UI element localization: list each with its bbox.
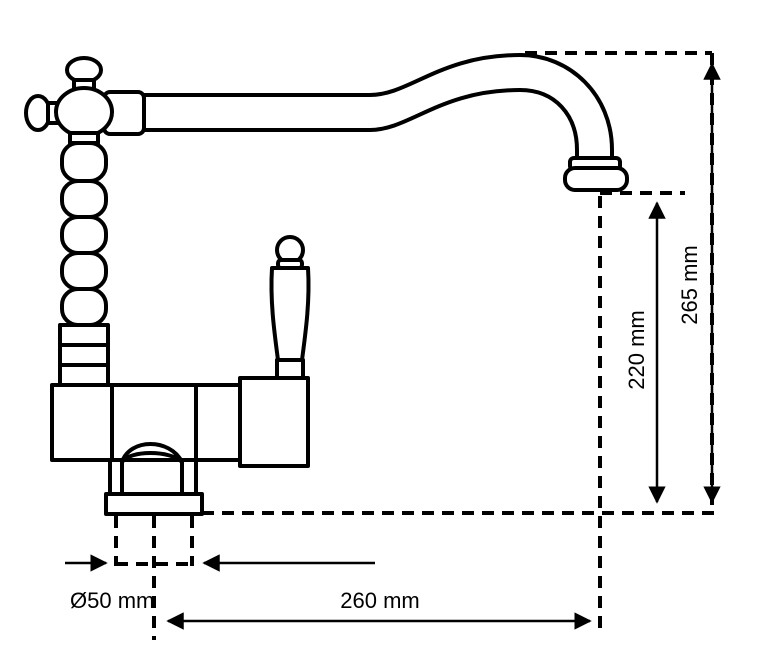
spout-aerator [563,166,629,192]
column-ring-3 [58,363,110,387]
dimension-label-220: 220 mm [624,310,649,389]
dimension-lines [65,51,721,640]
column-ring-2 [58,343,110,367]
spout-inner-line [138,88,579,162]
lever-handle-stem [275,358,305,380]
spout-outer-line [138,53,614,162]
column-bead-2 [60,179,108,219]
lever-handle-grip [269,266,311,362]
dimension-label-diameter: Ø50 mm [70,588,154,613]
column-bead-1 [60,141,108,183]
column-bead-3 [60,215,108,255]
column-ring-1 [58,323,110,347]
base-arch-inner [120,451,184,464]
column-head [54,86,114,138]
dimension-label-265: 265 mm [677,245,702,324]
column-bead-4 [60,251,108,291]
column-bead-5 [60,287,108,327]
dimension-label-260: 260 mm [340,588,419,613]
valve-cartridge [238,376,310,468]
faucet-drawing [24,53,629,516]
base-plate [104,492,204,516]
